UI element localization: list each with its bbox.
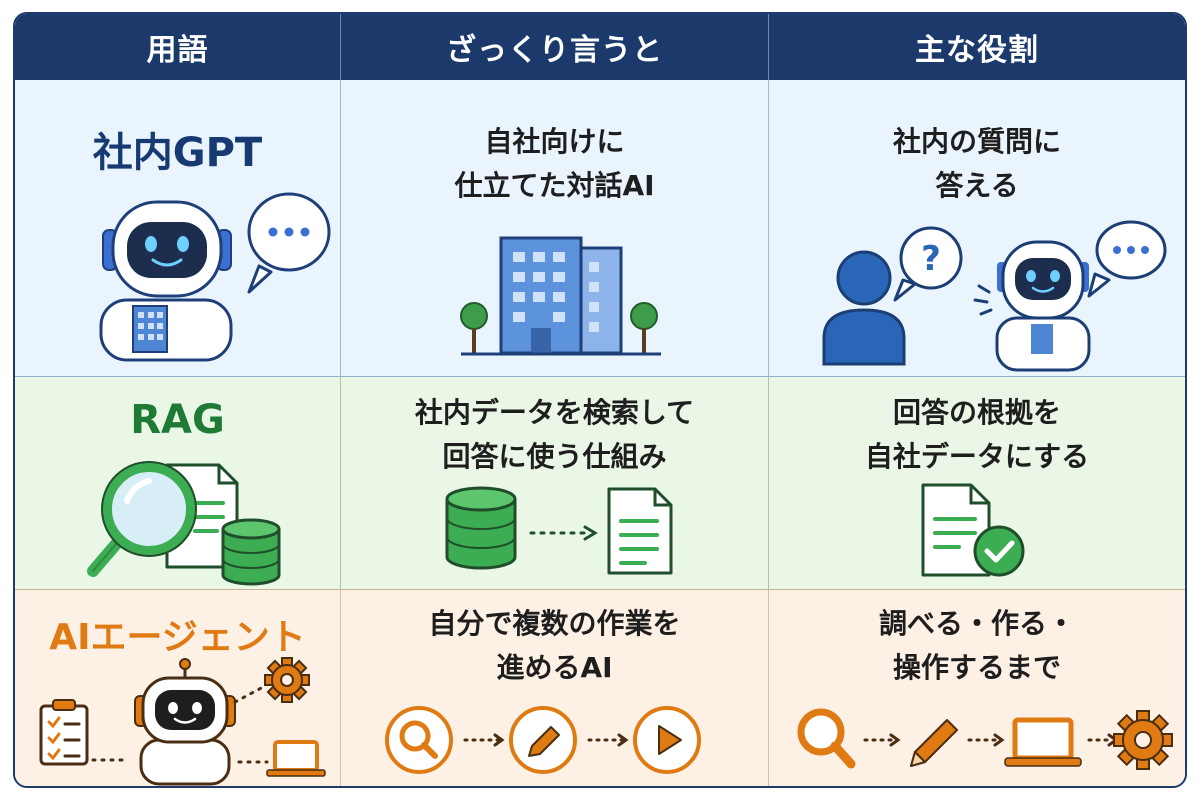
table-header: 用語 ざっくり言うと 主な役割	[15, 14, 1185, 80]
robot-icon	[99, 192, 331, 362]
person-asking-robot-icon: ?	[822, 220, 1167, 372]
table-row-agent: AIエージェント	[15, 589, 1185, 786]
person-icon	[822, 250, 906, 366]
role-text: 調べる・作る・ 操作するまで	[769, 602, 1185, 690]
document-check-icon	[921, 483, 1025, 577]
laptop-icon	[266, 740, 326, 777]
database-icon	[445, 486, 517, 570]
role-line: 答える	[935, 169, 1019, 202]
summary-text: 自分で複数の作業を 進めるAI	[341, 602, 768, 690]
building-icon	[460, 236, 661, 356]
comparison-table: 用語 ざっくり言うと 主な役割 社内GPT 自社	[13, 12, 1187, 788]
role-line: 社内の質問に	[892, 125, 1061, 158]
summary-line: 社内データを検索して	[414, 396, 695, 429]
header-summary: ざっくり言うと	[340, 14, 768, 80]
clipboard-icon	[39, 699, 89, 766]
term-cell: RAG	[15, 377, 340, 590]
term-label: 社内GPT	[92, 130, 263, 176]
tree-icon	[630, 302, 658, 354]
check-badge-icon	[973, 525, 1025, 577]
laptop-icon	[1004, 717, 1082, 767]
role-cell: 調べる・作る・ 操作するまで	[768, 590, 1185, 786]
header-role: 主な役割	[768, 14, 1185, 80]
pencil-icon	[910, 719, 958, 767]
robot-icon	[134, 658, 236, 786]
agent-actions-flow	[797, 708, 1173, 770]
document-icon	[607, 487, 673, 575]
magnifier-icon	[87, 461, 197, 577]
role-line: 操作するまで	[892, 651, 1061, 684]
robot-icon	[995, 240, 1091, 372]
summary-text: 社内データを検索して 回答に使う仕組み	[341, 391, 768, 479]
header-term: 用語	[146, 33, 209, 68]
gear-icon	[264, 657, 310, 703]
agent-robot-icon	[39, 657, 326, 786]
summary-line: 回答に使う仕組み	[442, 440, 667, 473]
role-cell: 回答の根拠を 自社データにする	[768, 377, 1185, 590]
role-text: 回答の根拠を 自社データにする	[769, 391, 1185, 479]
pencil-icon	[509, 706, 577, 774]
term-label: AIエージェント	[49, 617, 306, 658]
magnifier-database-icon	[87, 461, 281, 586]
summary-line: 進めるAI	[496, 651, 613, 684]
magnifier-icon	[385, 706, 453, 774]
database-icon	[221, 518, 281, 586]
summary-line: 自社向けに	[484, 125, 625, 158]
role-line: 自社データにする	[864, 440, 1090, 473]
gear-icon	[1113, 710, 1173, 770]
summary-line: 自分で複数の作業を	[428, 607, 681, 640]
summary-cell: 自分で複数の作業を 進めるAI	[340, 590, 768, 786]
term-cell: AIエージェント	[15, 590, 340, 786]
role-line: 回答の根拠を	[892, 396, 1061, 429]
agent-steps-flow	[385, 706, 701, 774]
speech-bubble-icon	[1087, 220, 1167, 298]
table-row-rag: RAG	[15, 376, 1185, 590]
role-text: 社内の質問に 答える	[769, 120, 1185, 208]
summary-cell: 社内データを検索して 回答に使う仕組み	[340, 377, 768, 590]
svg-text:?: ?	[921, 239, 941, 279]
term-cell: 社内GPT	[15, 80, 340, 376]
table-row-gpt: 社内GPT 自社向けに 仕立てた対話AI	[15, 80, 1185, 376]
summary-cell: 自社向けに 仕立てた対話AI	[340, 80, 768, 376]
summary-text: 自社向けに 仕立てた対話AI	[341, 120, 768, 208]
role-cell: 社内の質問に 答える ?	[768, 80, 1185, 376]
tree-icon	[460, 302, 488, 354]
question-bubble-icon: ?	[893, 226, 963, 302]
database-to-document-icon	[445, 486, 673, 575]
summary-line: 仕立てた対話AI	[454, 169, 655, 202]
term-label: RAG	[130, 397, 225, 443]
magnifier-icon	[797, 708, 856, 769]
play-icon	[633, 706, 701, 774]
role-line: 調べる・作る・	[878, 607, 1075, 640]
